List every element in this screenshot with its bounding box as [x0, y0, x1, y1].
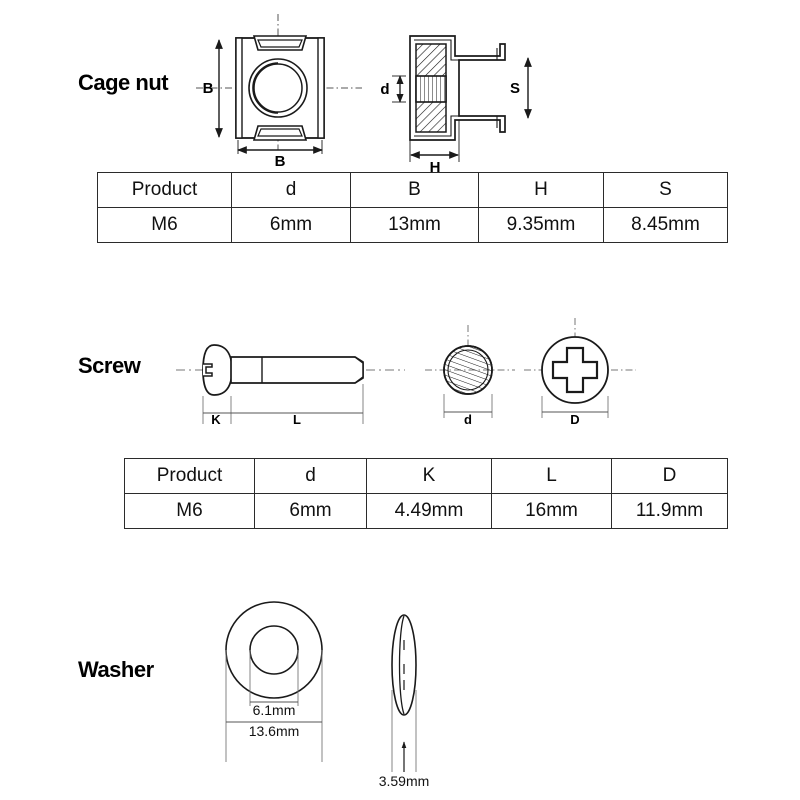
section-label-cage-nut: Cage nut	[78, 70, 169, 95]
washer-edge-inner-curve	[398, 615, 405, 715]
dim-label-D-head: D	[570, 412, 579, 427]
head-circle	[541, 336, 609, 404]
screw-pan-head	[202, 344, 233, 396]
phillips-cross-recess	[551, 346, 599, 394]
table-header-cell: H	[478, 172, 604, 208]
table-header-row: Product d K L D	[124, 458, 728, 494]
table-header-cell: Product	[97, 172, 232, 208]
dim-label-washer-thickness: 3.59mm	[379, 773, 430, 789]
dim-label-washer-outer-diameter: 13.6mm	[249, 723, 300, 739]
screw-side-view: K L	[176, 344, 405, 427]
dim-label-B-horizontal: B	[275, 153, 286, 170]
screw-spec-table: Product d K L D M6 6mm 4.49mm 16mm 11.9m…	[124, 458, 728, 529]
dim-label-S: S	[510, 80, 520, 97]
table-cell: 9.35mm	[478, 207, 604, 243]
dim-label-washer-inner-diameter: 6.1mm	[253, 702, 296, 718]
table-cell: 8.45mm	[603, 207, 728, 243]
cage-nut-spec-table: Product d B H S M6 6mm 13mm 9.35mm 8.45m…	[97, 172, 728, 243]
table-cell: 11.9mm	[611, 493, 728, 529]
table-header-cell: d	[254, 458, 367, 494]
dim-label-K: K	[211, 412, 221, 427]
table-row: M6 6mm 13mm 9.35mm 8.45mm	[97, 207, 728, 243]
section-label-screw: Screw	[78, 353, 141, 378]
table-row: M6 6mm 4.49mm 16mm 11.9mm	[124, 493, 728, 529]
table-cell: M6	[97, 207, 232, 243]
table-cell: 16mm	[491, 493, 612, 529]
table-header-row: Product d B H S	[97, 172, 728, 208]
table-header-cell: Product	[124, 458, 255, 494]
screw-head-top-view: D	[524, 318, 636, 427]
bore-circle	[253, 63, 303, 113]
nut-section-hatch	[415, 43, 447, 133]
retention-tab-bottom	[252, 125, 308, 141]
washer-edge-outline	[391, 614, 417, 716]
section-label-washer: Washer	[78, 657, 154, 682]
table-cell: 4.49mm	[366, 493, 492, 529]
washer-top-view: 6.1mm 13.6mm	[225, 601, 323, 762]
table-cell: M6	[124, 493, 255, 529]
table-cell: 6mm	[254, 493, 367, 529]
dim-label-B-vertical: B	[203, 80, 214, 97]
dim-label-d-shank: d	[464, 412, 472, 427]
screw-shank-end-view: d	[425, 325, 515, 427]
dim-label-d: d	[380, 81, 389, 98]
thread-outer-circle	[248, 58, 308, 118]
washer-inner-circle	[249, 625, 299, 675]
table-header-cell: B	[350, 172, 479, 208]
table-cell: 13mm	[350, 207, 479, 243]
table-header-cell: S	[603, 172, 728, 208]
dim-label-L: L	[293, 412, 301, 427]
washer-outer-circle	[225, 601, 323, 699]
retention-tab-top	[252, 35, 308, 51]
table-header-cell: d	[231, 172, 351, 208]
table-header-cell: K	[366, 458, 492, 494]
screw-shank	[230, 356, 364, 384]
table-cell: 6mm	[231, 207, 351, 243]
screw-tip	[354, 356, 364, 384]
cage-body-profile	[409, 35, 506, 141]
cage-nut-front-view: B B	[196, 14, 362, 170]
table-header-cell: D	[611, 458, 728, 494]
thread-bore-section	[415, 75, 447, 103]
washer-side-view: 3.59mm	[379, 614, 430, 789]
thread-inner-arc	[252, 62, 279, 114]
table-header-cell: L	[491, 458, 612, 494]
cage-nut-side-view: d S H	[380, 35, 532, 176]
screw-drive-slot	[203, 363, 213, 377]
shank-circle	[443, 345, 493, 395]
